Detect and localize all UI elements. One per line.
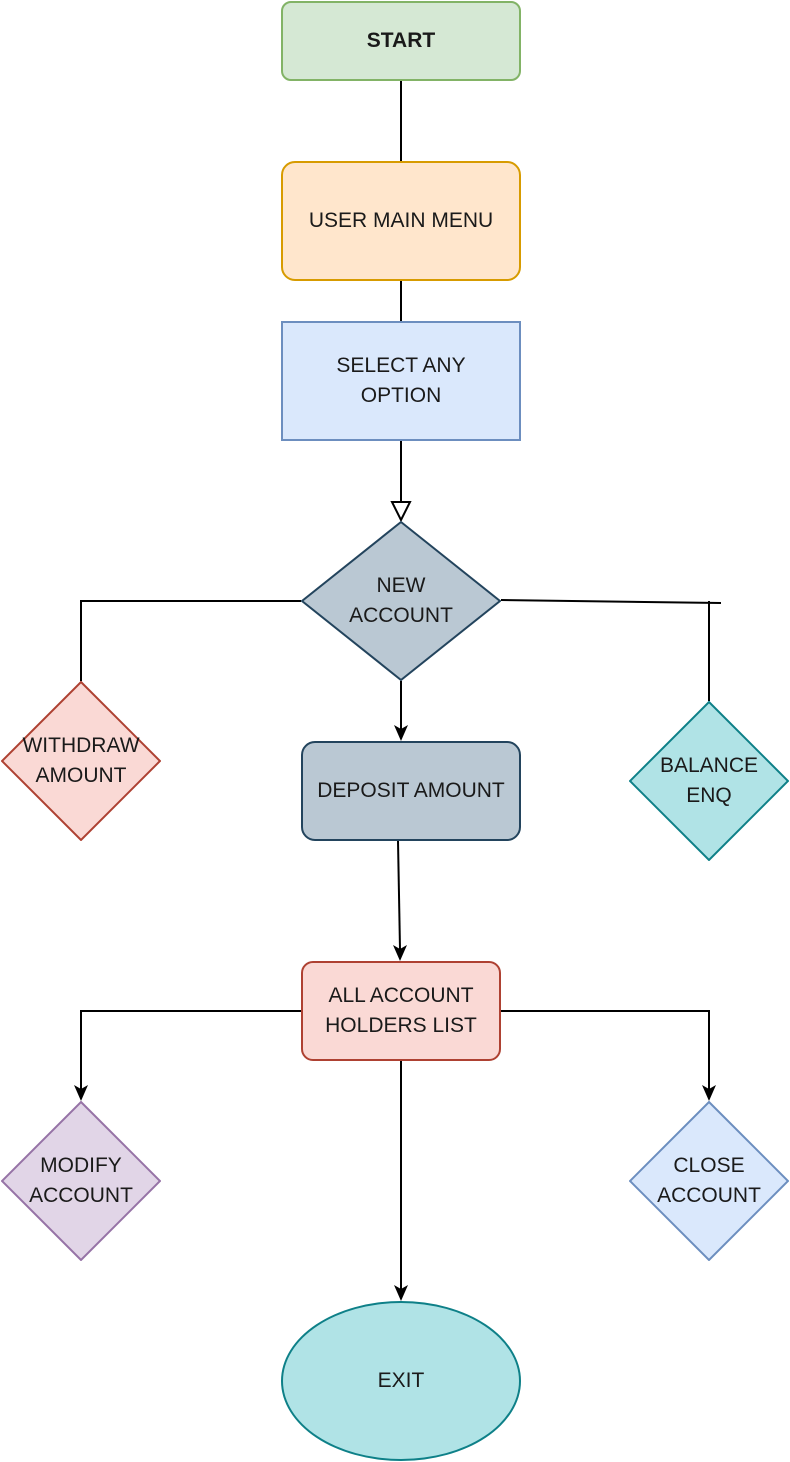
modify-account-label: MODIFY ACCOUNT	[29, 1154, 133, 1207]
balance-enq-label: BALANCE ENQ	[659, 754, 759, 807]
arrowhead-close	[702, 1085, 716, 1101]
user-main-menu-label: USER MAIN MENU	[308, 209, 494, 232]
edge-list-to-modify	[80, 1010, 301, 1089]
new-account-label: NEW ACCOUNT	[349, 574, 453, 627]
modify-account-shape	[1, 1101, 161, 1261]
balance-enq-node: BALANCE ENQ	[629, 701, 789, 861]
all-account-holders-node: ALL ACCOUNT HOLDERS LIST	[301, 961, 501, 1061]
close-account-shape	[629, 1101, 789, 1261]
modify-account-node: MODIFY ACCOUNT	[1, 1101, 161, 1261]
edge-deposit-to-list	[397, 840, 401, 950]
start-node: START	[281, 1, 521, 81]
all-account-holders-label: ALL ACCOUNT HOLDERS LIST	[325, 984, 477, 1037]
select-option-node: SELECT ANY OPTION	[281, 321, 521, 441]
new-account-node: NEW ACCOUNT	[301, 521, 501, 681]
hollow-arrowhead	[390, 501, 412, 523]
edge-new-account-to-withdraw	[80, 600, 301, 681]
deposit-amount-node: DEPOSIT AMOUNT	[301, 741, 521, 841]
withdraw-amount-label: WITHDRAW AMOUNT	[22, 734, 140, 787]
arrowhead-modify	[74, 1085, 88, 1101]
withdraw-amount-shape	[1, 681, 161, 841]
new-account-shape	[301, 521, 501, 681]
exit-node: EXIT	[281, 1301, 521, 1461]
arrowhead-deposit	[394, 725, 408, 741]
withdraw-amount-node: WITHDRAW AMOUNT	[1, 681, 161, 841]
balance-enq-shape	[629, 701, 789, 861]
start-label: START	[366, 29, 436, 52]
arrowhead-list	[393, 945, 407, 961]
close-account-label: CLOSE ACCOUNT	[657, 1154, 761, 1207]
deposit-amount-label: DEPOSIT AMOUNT	[317, 779, 505, 802]
select-option-label: SELECT ANY OPTION	[336, 354, 466, 407]
exit-label: EXIT	[377, 1369, 425, 1392]
edge-new-account-to-right	[500, 599, 722, 604]
arrowhead-exit	[394, 1285, 408, 1301]
edge-list-to-close	[501, 1010, 710, 1089]
close-account-node: CLOSE ACCOUNT	[629, 1101, 789, 1261]
user-main-menu-node: USER MAIN MENU	[281, 161, 521, 281]
